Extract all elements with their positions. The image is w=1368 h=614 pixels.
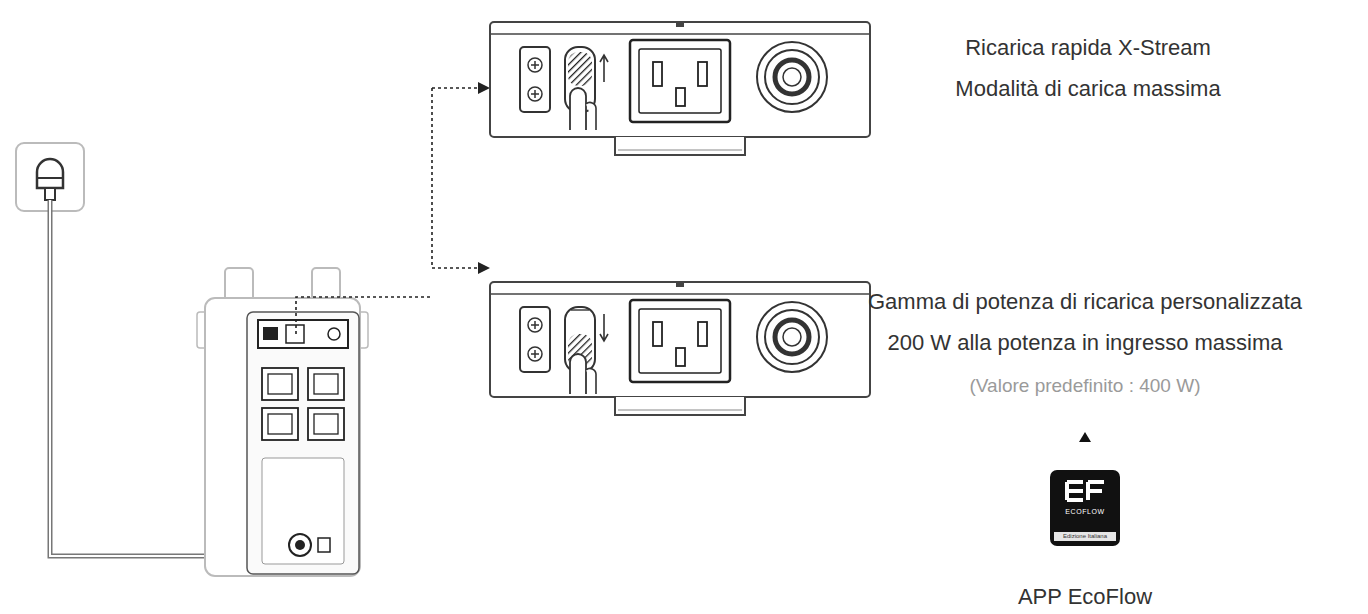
pointer-triangle	[1079, 432, 1091, 442]
dotted-arrow	[296, 82, 490, 334]
mode-description: Ricarica rapida X-Stream Modalità di car…	[954, 28, 1222, 109]
app-name: APP EcoFlow	[1018, 584, 1152, 609]
panel-view-fast	[490, 22, 870, 155]
app-icon: ECOFLOWEdizione ItalianaAPP EcoFlow	[1050, 470, 1120, 546]
panel-view-custom	[490, 282, 870, 415]
power-station	[197, 268, 368, 576]
edition-strip: Edizione Italiana	[1054, 532, 1116, 541]
mode-description: Gamma di potenza di ricarica personalizz…	[867, 282, 1303, 363]
brand-word: ECOFLOW	[1050, 508, 1120, 516]
default-note: (Valore predefinito : 400 W)	[969, 368, 1201, 403]
